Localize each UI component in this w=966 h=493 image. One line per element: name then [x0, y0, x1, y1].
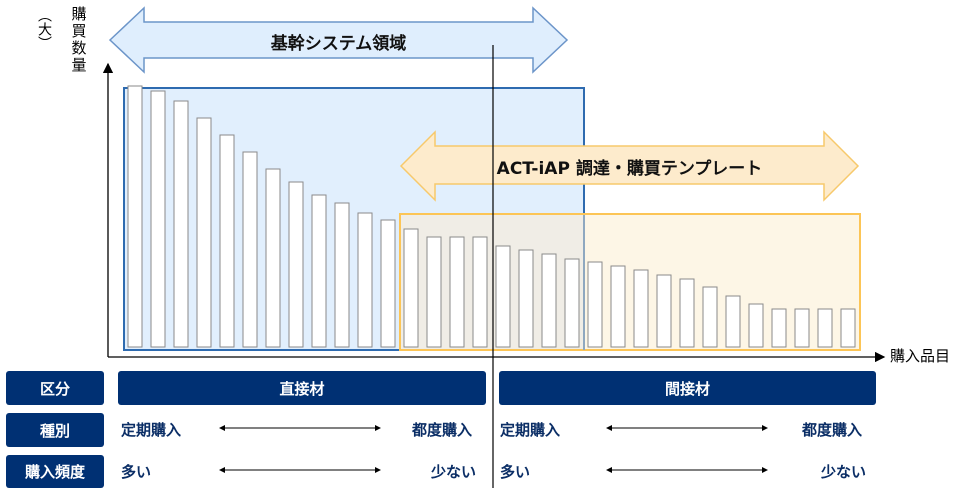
- act-iap-arrow: [399, 130, 860, 202]
- bar-5: [219, 134, 235, 348]
- bar-7: [265, 168, 281, 348]
- y-axis-note: （大）: [36, 8, 52, 50]
- direct-type-right: 都度購入: [412, 421, 473, 439]
- bar-20: [564, 258, 580, 348]
- indirect-freq-right: 少ない: [821, 463, 867, 481]
- bar-25: [679, 278, 695, 348]
- core-system-label: 基幹システム領域: [270, 34, 407, 54]
- bar-12: [380, 219, 396, 348]
- row-label-category: 区分: [6, 371, 104, 405]
- bar-18: [518, 249, 534, 348]
- bar-32: [840, 308, 856, 348]
- bar-30: [794, 308, 810, 348]
- bar-17: [495, 245, 511, 348]
- bar-31: [817, 308, 833, 348]
- row-label-type: 種別: [6, 413, 104, 447]
- bar-15: [449, 236, 465, 348]
- bar-1: [127, 85, 143, 348]
- direct-type-left: 定期購入: [121, 421, 182, 439]
- bar-10: [334, 202, 350, 348]
- bar-26: [702, 286, 718, 348]
- bar-21: [587, 261, 603, 348]
- indirect-type-left: 定期購入: [500, 421, 561, 439]
- direct-material-header: 直接材: [118, 371, 486, 405]
- bar-9: [311, 194, 327, 348]
- bar-22: [610, 265, 626, 348]
- bar-14: [426, 236, 442, 348]
- direct-freq-left: 多い: [121, 463, 152, 481]
- bar-24: [656, 274, 672, 348]
- bar-13: [403, 228, 419, 348]
- y-axis-label: 購買数量: [71, 5, 87, 74]
- x-axis-label: 購入品目: [890, 347, 951, 365]
- act-iap-label: ACT-iAP 調達・購買テンプレート: [496, 159, 763, 179]
- core-system-arrow: [108, 6, 569, 74]
- bar-16: [472, 236, 488, 348]
- direct-freq-right: 少ない: [431, 463, 477, 481]
- bar-11: [357, 212, 373, 348]
- bar-series: [127, 85, 856, 348]
- bar-3: [173, 100, 189, 348]
- bar-28: [748, 303, 764, 348]
- row-label-frequency: 購入頻度: [6, 455, 104, 488]
- indirect-freq-left: 多い: [500, 463, 531, 481]
- bar-8: [288, 181, 304, 348]
- indirect-material-header: 間接材: [499, 371, 876, 405]
- bar-23: [633, 269, 649, 348]
- bar-27: [725, 295, 741, 348]
- bar-4: [196, 117, 212, 348]
- bar-29: [771, 308, 787, 348]
- bar-2: [150, 90, 166, 348]
- indirect-type-right: 都度購入: [802, 421, 863, 439]
- bar-6: [242, 151, 258, 348]
- bar-19: [541, 253, 557, 348]
